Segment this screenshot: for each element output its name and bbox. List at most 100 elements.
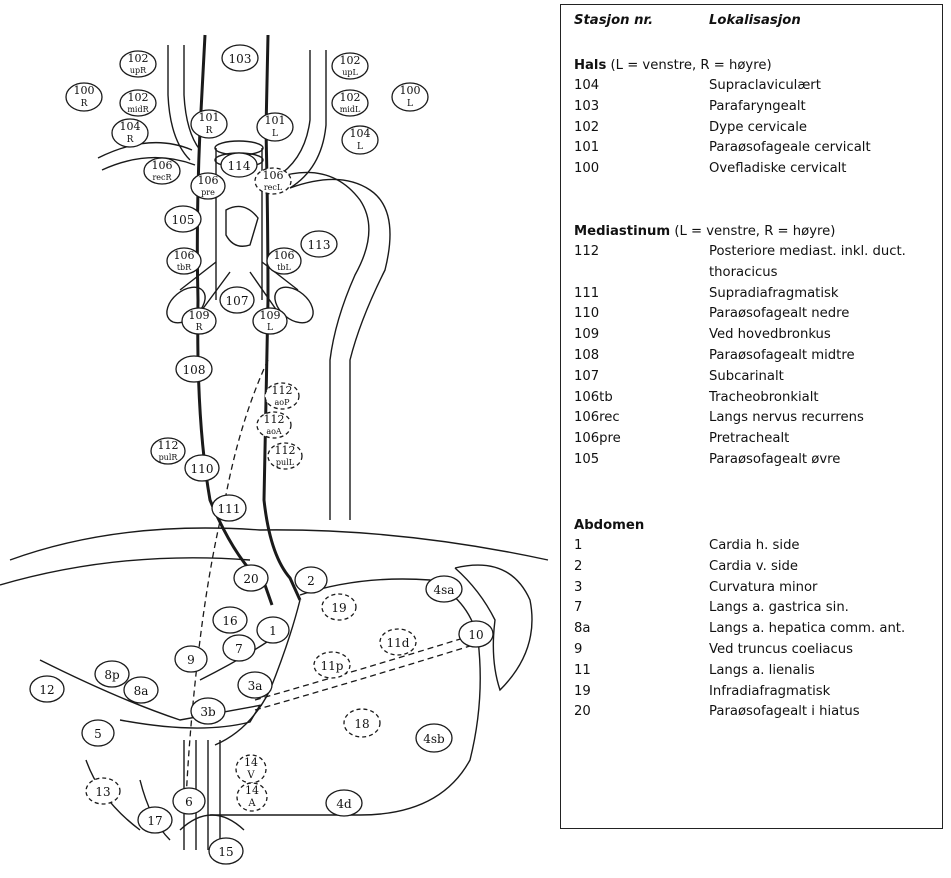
node-label: 2 bbox=[307, 574, 315, 588]
station-number: 102 bbox=[574, 119, 600, 135]
station-location: Langs nervus recurrens bbox=[709, 410, 864, 426]
station-number: 107 bbox=[574, 368, 600, 384]
station-node-107: 107 bbox=[219, 286, 255, 314]
station-number: 100 bbox=[574, 161, 600, 177]
station-location: Paraøsofagealt nedre bbox=[709, 306, 850, 322]
station-number: 103 bbox=[574, 98, 600, 114]
legend-row: 9 Ved truncus coeliacus bbox=[574, 640, 934, 661]
station-node-4sb: 4sb bbox=[415, 723, 453, 753]
station-node-106-recR: 106 recR bbox=[143, 157, 181, 185]
station-number: 11 bbox=[574, 662, 591, 678]
station-number: 110 bbox=[574, 306, 600, 322]
node-label: 112 bbox=[272, 384, 293, 397]
station-node-112-pulR: 112 pulR bbox=[150, 437, 186, 465]
station-location: Curvatura minor bbox=[709, 579, 818, 595]
station-node-106-tbR: 106 tbR bbox=[166, 247, 202, 275]
node-label: 4d bbox=[336, 797, 352, 811]
station-number: 20 bbox=[574, 704, 591, 720]
node-sublabel: pulR bbox=[159, 453, 179, 462]
node-sublabel: midL bbox=[340, 105, 361, 114]
station-location: Ved truncus coeliacus bbox=[709, 641, 853, 657]
legend-row: 11 Langs a. lienalis bbox=[574, 661, 934, 682]
node-label: 3a bbox=[248, 679, 263, 693]
node-sublabel: R bbox=[196, 323, 203, 333]
station-node-101-L: 101 L bbox=[256, 112, 294, 142]
station-number: 106rec bbox=[574, 410, 620, 426]
station-location: Parafaryngealt bbox=[709, 98, 806, 114]
station-location: Infradiafragmatisk bbox=[709, 683, 831, 699]
anatomy-outline bbox=[0, 34, 549, 850]
station-location: Paraøsofageale cervicalt bbox=[709, 140, 871, 156]
station-node-1: 1 bbox=[256, 616, 290, 644]
station-location: Pretrachealt bbox=[709, 431, 790, 447]
station-node-4d: 4d bbox=[325, 789, 363, 817]
station-location: Supraclaviculært bbox=[709, 78, 821, 93]
station-node-6: 6 bbox=[172, 787, 206, 815]
station-node-102-midL: 102 midL bbox=[331, 89, 369, 117]
station-node-9: 9 bbox=[174, 645, 208, 673]
node-label: 16 bbox=[222, 614, 237, 628]
legend-col-station: Stasjon nr. bbox=[574, 13, 654, 28]
node-label: 11d bbox=[387, 636, 410, 650]
station-location: Supradiafragmatisk bbox=[709, 285, 839, 301]
node-label: 4sb bbox=[423, 732, 445, 746]
station-node-16: 16 bbox=[212, 606, 248, 634]
station-number: 3 bbox=[574, 579, 583, 595]
node-label: 102 bbox=[128, 52, 149, 65]
node-label: 17 bbox=[147, 814, 162, 828]
station-location: Cardia v. side bbox=[709, 558, 798, 574]
node-label: 9 bbox=[187, 653, 195, 667]
node-label: 113 bbox=[308, 238, 331, 252]
station-number: 9 bbox=[574, 641, 583, 657]
station-node-104-L: 104 L bbox=[341, 125, 379, 155]
node-label: 14 bbox=[245, 784, 259, 797]
station-node-5: 5 bbox=[81, 719, 115, 747]
node-label: 102 bbox=[340, 54, 361, 67]
node-label: 7 bbox=[235, 642, 243, 656]
station-node-11p: 11p bbox=[313, 651, 351, 679]
station-node-104-R: 104 R bbox=[111, 118, 149, 148]
station-node-15: 15 bbox=[208, 837, 244, 865]
station-node-106-pre: 106 pre bbox=[190, 172, 226, 200]
station-node-103: 103 bbox=[221, 44, 259, 72]
station-node-114: 114 bbox=[220, 152, 258, 178]
station-node-101-R: 101 R bbox=[190, 109, 228, 139]
node-label: 111 bbox=[218, 502, 241, 516]
station-location: Langs a. lienalis bbox=[709, 662, 815, 678]
node-label: 109 bbox=[260, 309, 281, 322]
section-title: Abdomen bbox=[574, 518, 645, 533]
station-node-112-aoP: 112 aoP bbox=[264, 382, 300, 410]
station-node-106-tbL: 106 tbL bbox=[266, 247, 302, 275]
station-node-20: 20 bbox=[233, 564, 269, 592]
legend-row: 110 Paraøsofagealt nedre bbox=[574, 304, 934, 325]
station-number: 19 bbox=[574, 683, 591, 699]
node-label: 102 bbox=[340, 91, 361, 104]
node-sublabel: tbL bbox=[277, 263, 291, 272]
node-label: 106 bbox=[274, 249, 295, 262]
station-node-113: 113 bbox=[300, 230, 338, 258]
station-number: 106tb bbox=[574, 389, 613, 405]
node-label: 14 bbox=[244, 756, 258, 769]
node-label: 106 bbox=[198, 174, 219, 187]
station-node-109-L: 109 L bbox=[252, 307, 288, 335]
station-node-12: 12 bbox=[29, 675, 65, 703]
station-node-10: 10 bbox=[458, 620, 494, 648]
node-label: 110 bbox=[191, 462, 214, 476]
station-node-105: 105 bbox=[164, 205, 202, 233]
node-label: 12 bbox=[39, 683, 54, 697]
node-sublabel: L bbox=[267, 323, 273, 333]
node-label: 100 bbox=[74, 84, 95, 97]
station-location: Ved hovedbronkus bbox=[709, 327, 831, 343]
node-label: 6 bbox=[185, 795, 193, 809]
station-location: Ovefladiske cervicalt bbox=[709, 161, 847, 177]
node-sublabel: L bbox=[357, 142, 363, 152]
station-nodes: 102 upR 103 102 upL 100 R 102 midR 102 m… bbox=[29, 44, 494, 865]
